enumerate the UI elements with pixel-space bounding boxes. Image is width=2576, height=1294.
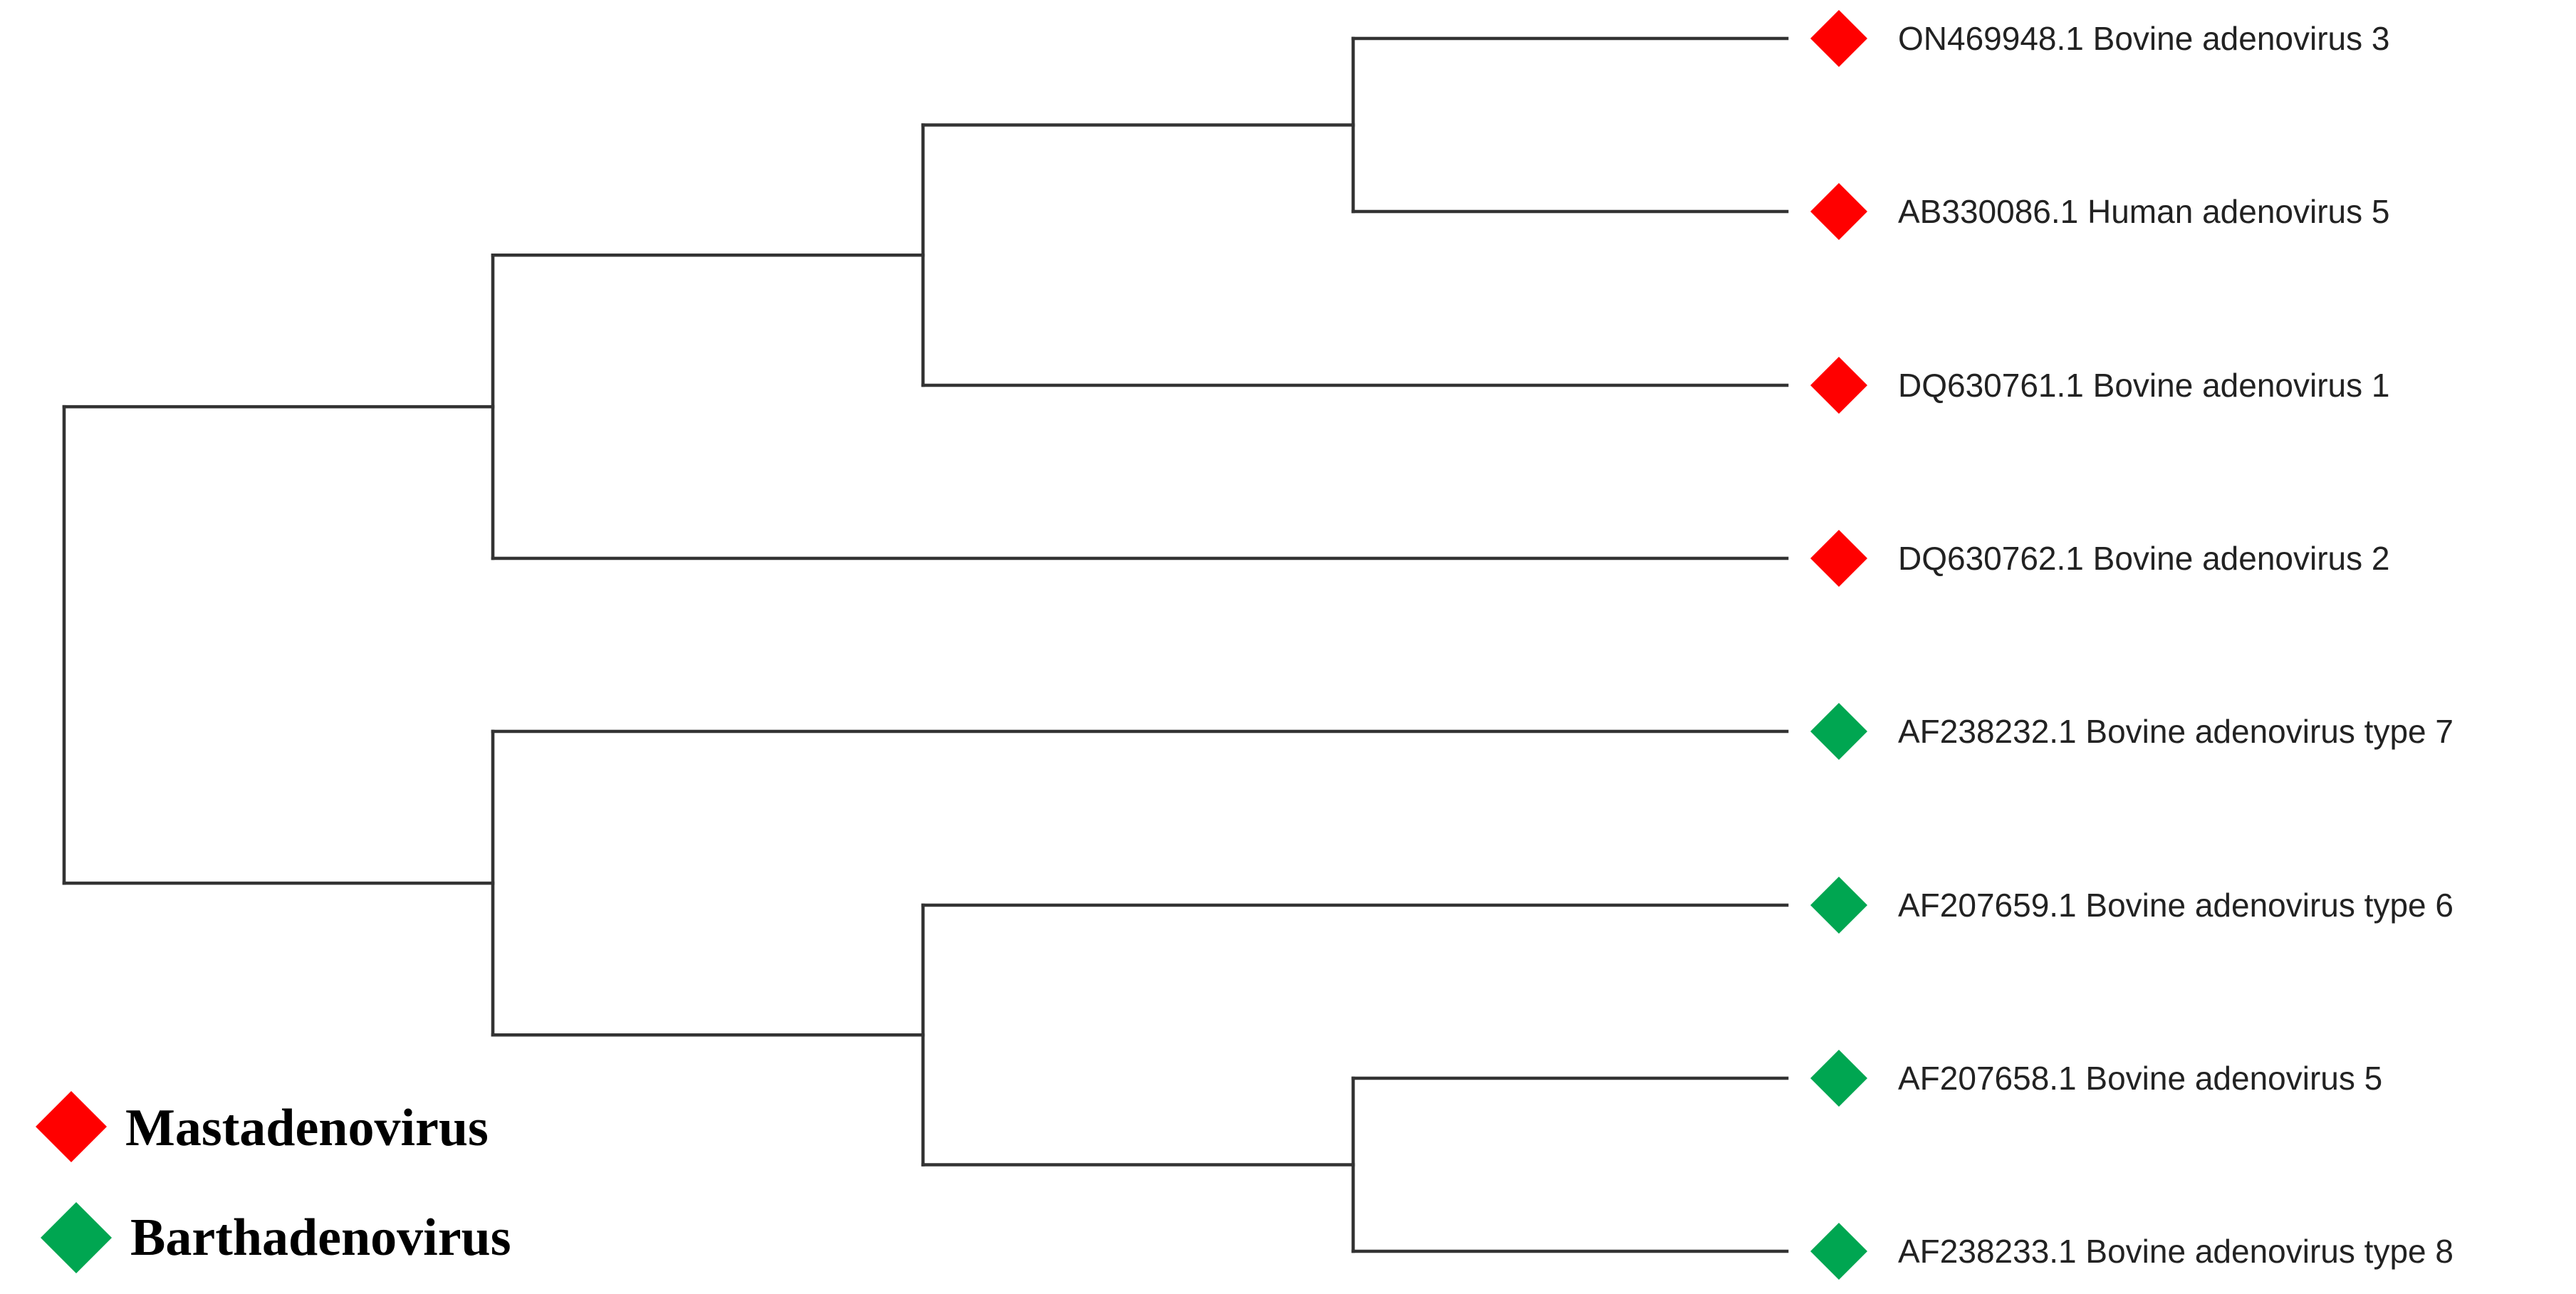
- green-diamond-icon: [41, 1202, 112, 1273]
- leaf-label: ON469948.1 Bovine adenovirus 3: [1898, 20, 2389, 57]
- legend-label-barthadenovirus: Barthadenovirus: [130, 1209, 511, 1267]
- legend-label-mastadenovirus: Mastadenovirus: [125, 1099, 489, 1157]
- tree-leaf: AF238232.1 Bovine adenovirus type 7: [1810, 703, 2454, 760]
- leaf-label: DQ630761.1 Bovine adenovirus 1: [1898, 367, 2389, 404]
- red-diamond-icon: [1810, 530, 1867, 587]
- green-diamond-icon: [1810, 703, 1867, 760]
- tree-leaf: DQ630762.1 Bovine adenovirus 2: [1810, 530, 2389, 587]
- green-diamond-icon: [1810, 877, 1867, 934]
- tree-leaf: AF207658.1 Bovine adenovirus 5: [1810, 1050, 2382, 1107]
- leaf-label: AF238233.1 Bovine adenovirus type 8: [1898, 1233, 2454, 1270]
- tree-leaf: DQ630761.1 Bovine adenovirus 1: [1810, 357, 2389, 414]
- tree-leaf: AB330086.1 Human adenovirus 5: [1810, 183, 2389, 240]
- leaf-label: AF238232.1 Bovine adenovirus type 7: [1898, 713, 2454, 750]
- leaf-label: AF207659.1 Bovine adenovirus type 6: [1898, 887, 2454, 924]
- leaf-label: AB330086.1 Human adenovirus 5: [1898, 193, 2389, 230]
- tree-leaf: AF238233.1 Bovine adenovirus type 8: [1810, 1223, 2454, 1280]
- green-diamond-icon: [1810, 1050, 1867, 1107]
- tree-branches: [62, 36, 1789, 1253]
- leaf-label: DQ630762.1 Bovine adenovirus 2: [1898, 540, 2389, 577]
- legend-item-mastadenovirus: Mastadenovirus: [36, 1091, 489, 1162]
- legend: Mastadenovirus Barthadenovirus: [36, 1091, 511, 1273]
- red-diamond-icon: [1810, 183, 1867, 240]
- red-diamond-icon: [1810, 10, 1867, 67]
- tree-leaf: ON469948.1 Bovine adenovirus 3: [1810, 10, 2389, 67]
- red-diamond-icon: [1810, 357, 1867, 414]
- leaf-label: AF207658.1 Bovine adenovirus 5: [1898, 1060, 2382, 1097]
- red-diamond-icon: [36, 1091, 107, 1162]
- legend-item-barthadenovirus: Barthadenovirus: [41, 1202, 511, 1273]
- tree-leaves: ON469948.1 Bovine adenovirus 3 AB330086.1…: [1810, 10, 2454, 1280]
- tree-leaf: AF207659.1 Bovine adenovirus type 6: [1810, 877, 2454, 934]
- green-diamond-icon: [1810, 1223, 1867, 1280]
